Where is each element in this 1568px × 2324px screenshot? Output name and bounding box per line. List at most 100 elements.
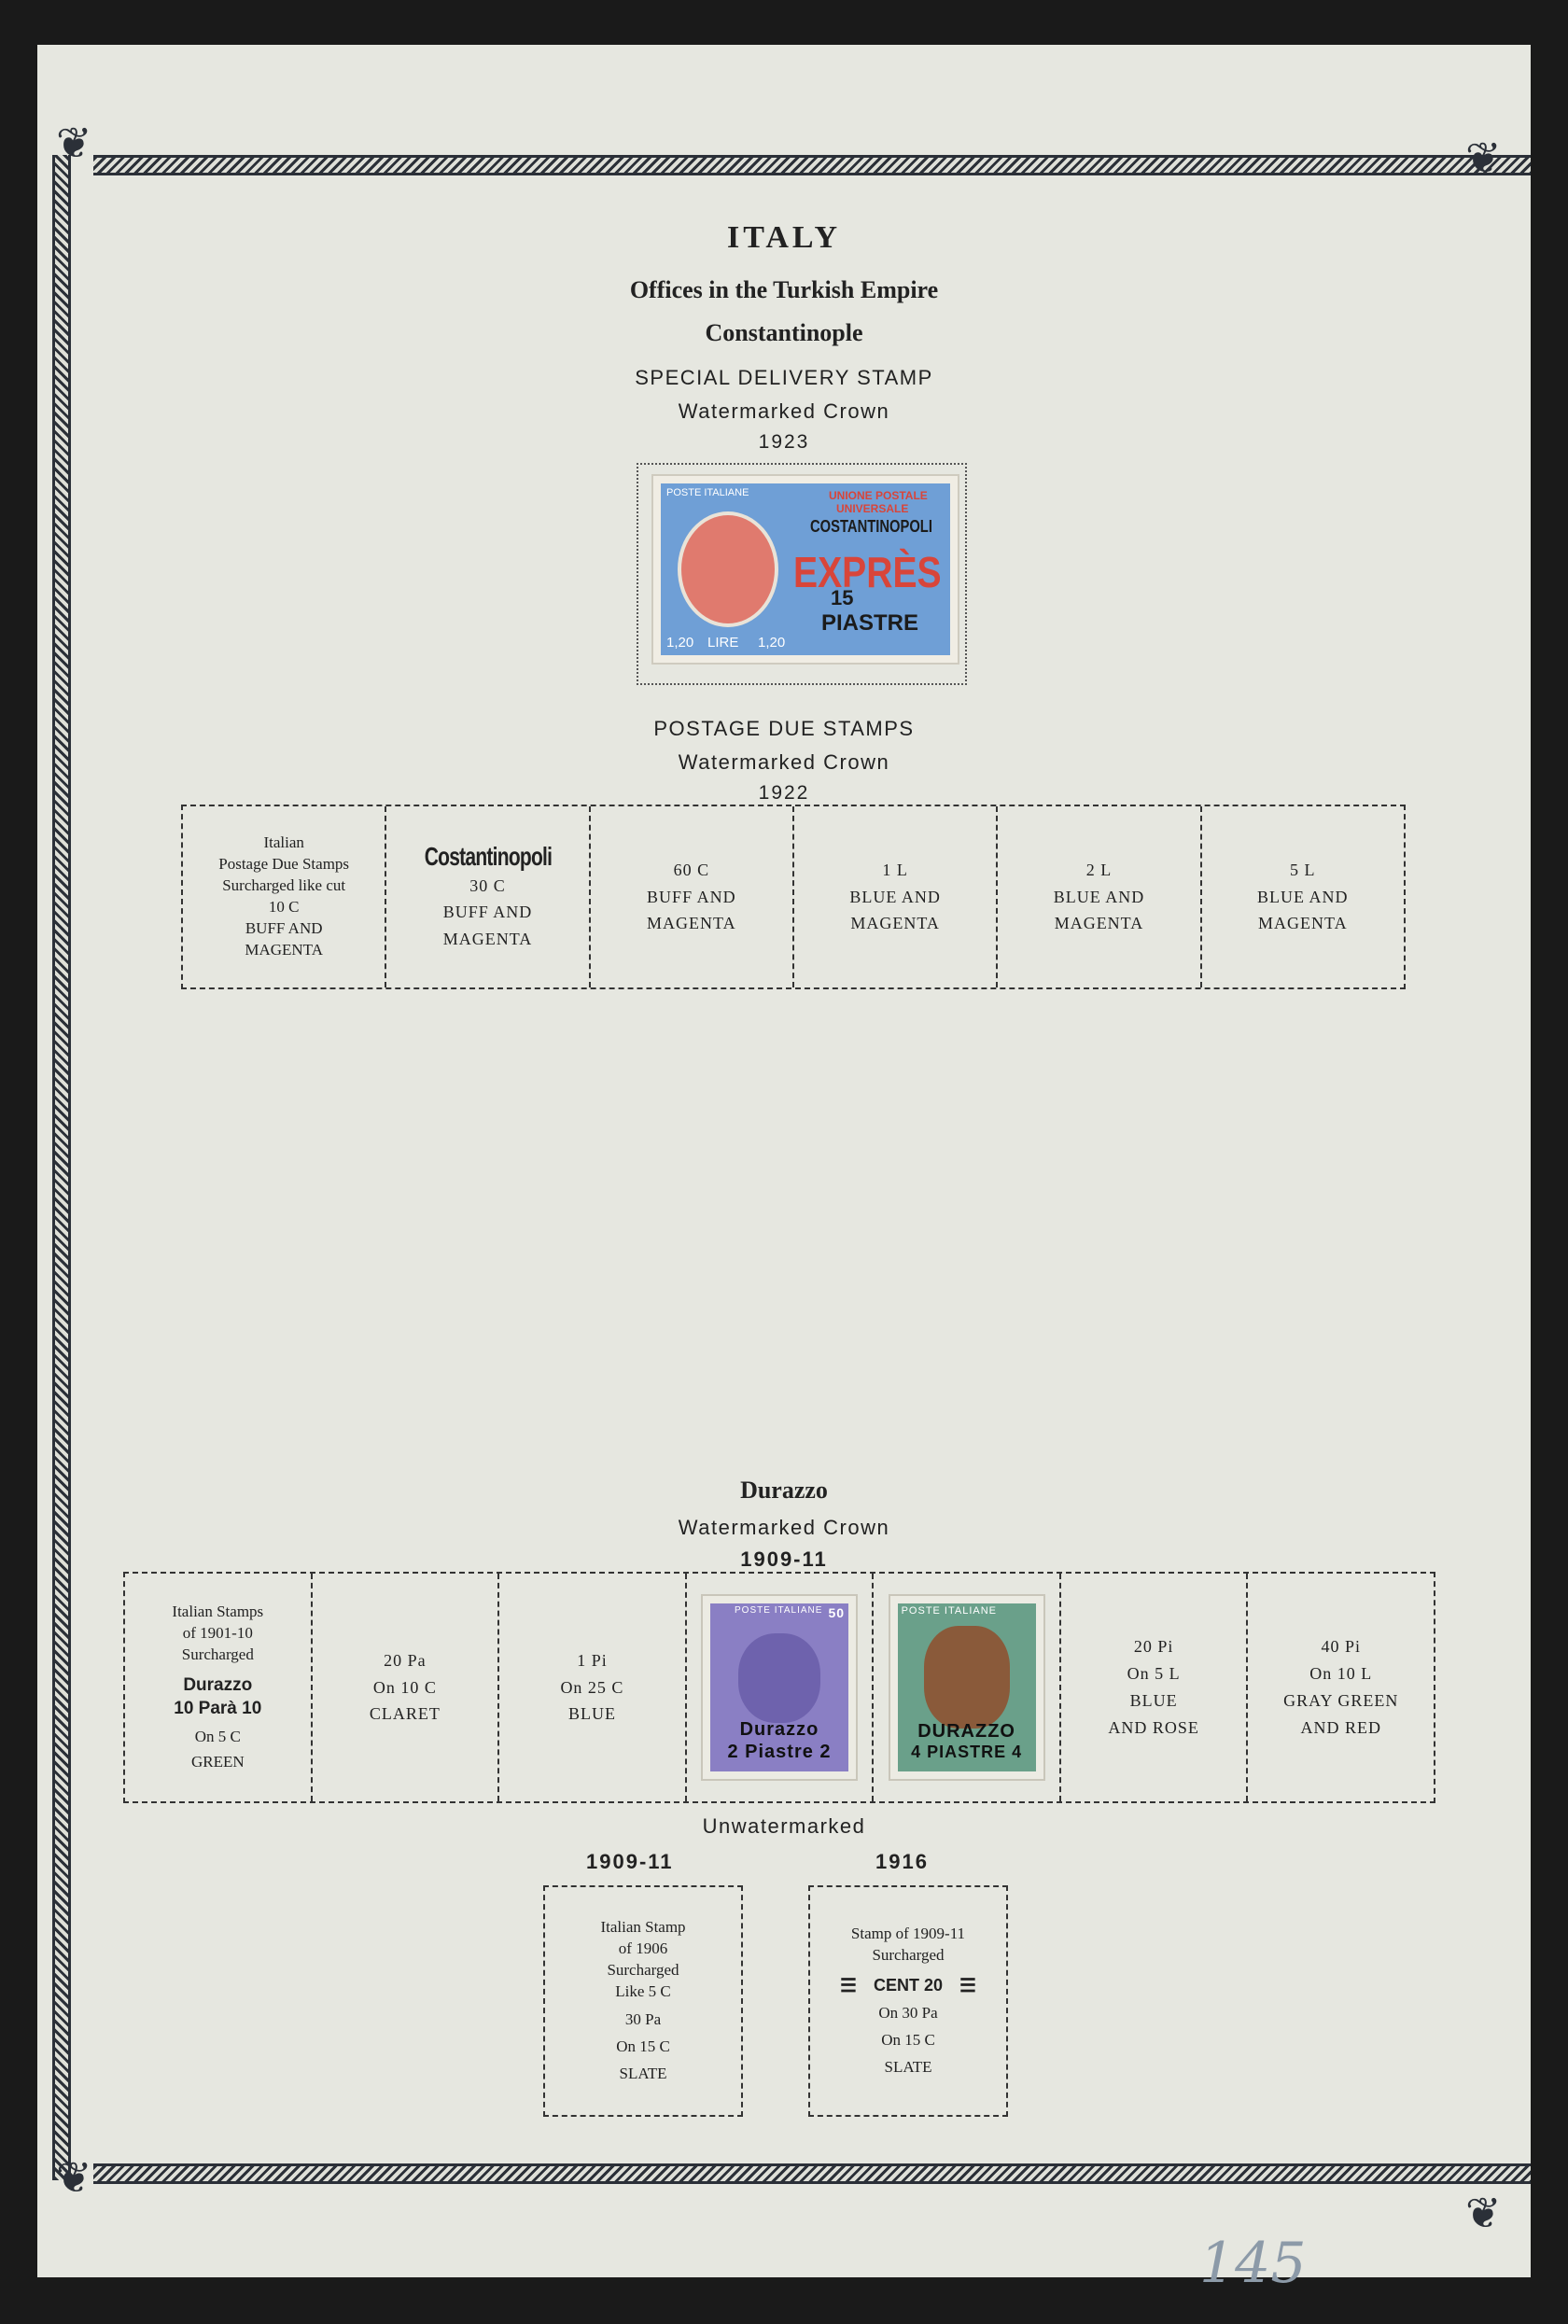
cell-color: AND RED bbox=[1300, 1717, 1381, 1737]
king-portrait bbox=[923, 1626, 1010, 1729]
cell-text: of 1906 bbox=[618, 1939, 668, 1957]
year-label: 1909-11 bbox=[586, 1850, 674, 1873]
stamp-space[interactable]: 20 Pa On 10 C CLARET bbox=[310, 1574, 498, 1801]
border-bottom bbox=[93, 2163, 1531, 2184]
stamp-left-value: 1,20 bbox=[666, 635, 694, 651]
stamp-space[interactable]: Italian Stamps of 1901-10 Surcharged Dur… bbox=[125, 1574, 311, 1801]
postage-due-grid: Italian Postage Due Stamps Surcharged li… bbox=[181, 805, 1406, 989]
cell-color: MAGENTA bbox=[647, 914, 736, 933]
section-heading-durazzo: Durazzo bbox=[740, 1477, 828, 1504]
durazzo-stamp-4pi[interactable]: POSTE ITALIANE DURAZZO 4 PIASTRE 4 bbox=[889, 1596, 1043, 1779]
stamp-value: 50 bbox=[828, 1605, 846, 1620]
section-heading-unwatermarked: Unwatermarked bbox=[702, 1814, 866, 1838]
cell-color: BLUE AND bbox=[1257, 887, 1349, 906]
cell-value: 20 Pa bbox=[384, 1650, 427, 1670]
page-title: ITALY bbox=[726, 220, 842, 255]
cell-color: MAGENTA bbox=[850, 914, 940, 933]
cell-value: On 10 C bbox=[372, 1677, 437, 1697]
stamp-right-value: 1,20 bbox=[758, 635, 786, 651]
cell-value: On 10 L bbox=[1309, 1664, 1373, 1684]
cell-text: Surcharged bbox=[181, 1645, 254, 1663]
year-label: 1922 bbox=[758, 782, 810, 804]
cell-color: BLUE AND bbox=[1053, 887, 1145, 906]
watermark-label: Watermarked Crown bbox=[678, 1516, 890, 1539]
cell-color: MAGENTA bbox=[1054, 914, 1144, 933]
durazzo-stamp-2pi[interactable]: POSTE ITALIANE 50 Durazzo 2 Piastre 2 bbox=[703, 1596, 857, 1779]
cell-color: BUFF AND bbox=[442, 903, 533, 922]
page-number: 145 bbox=[1199, 2231, 1307, 2296]
cell-value: On 25 C bbox=[560, 1677, 624, 1697]
cell-text: Stamp of 1909-11 bbox=[850, 1925, 966, 1943]
stamp-top-left: POSTE ITALIANE bbox=[666, 487, 749, 498]
section-heading-postage-due: POSTAGE DUE STAMPS bbox=[653, 717, 915, 740]
year-label: 1916 bbox=[875, 1850, 929, 1873]
corner-ornament-icon: ❦ bbox=[1465, 2188, 1502, 2238]
overprint-sample: 2 Piastre 2 bbox=[727, 1742, 832, 1762]
cell-color: BUFF AND bbox=[647, 887, 736, 906]
bars-icon: ☰ bbox=[959, 1976, 976, 1997]
cell-text: Postage Due Stamps bbox=[218, 855, 350, 874]
cell-value: 20 Pi bbox=[1133, 1637, 1174, 1657]
cell-color: SLATE bbox=[619, 2065, 667, 2083]
stamp-space[interactable]: POSTE ITALIANE 50 Durazzo 2 Piastre 2 bbox=[684, 1574, 873, 1801]
special-delivery-stamp[interactable]: POSTE ITALIANE UNIONE POSTALE UNIVERSALE… bbox=[653, 476, 958, 663]
cell-color: GREEN bbox=[190, 1753, 245, 1771]
king-portrait bbox=[738, 1633, 821, 1723]
overprint-sample: DURAZZO bbox=[917, 1721, 1015, 1742]
overprint-sample: 10 Parà 10 bbox=[174, 1699, 262, 1719]
stamp-space[interactable]: 40 Pi On 10 L GRAY GREEN AND RED bbox=[1246, 1574, 1434, 1801]
cell-value: On 15 C bbox=[616, 2037, 670, 2056]
stamp-space[interactable]: POSTE ITALIANE DURAZZO 4 PIASTRE 4 bbox=[872, 1574, 1059, 1801]
stamp-space bbox=[637, 463, 967, 685]
cell-value: 60 C bbox=[673, 860, 710, 879]
stamp-space[interactable]: 60 C BUFF AND MAGENTA bbox=[588, 806, 792, 987]
stamp-space[interactable]: 5 L BLUE AND MAGENTA bbox=[1199, 806, 1404, 987]
cell-value: 30 Pa bbox=[624, 2010, 662, 2029]
stamp-space[interactable]: 20 Pi On 5 L BLUE AND ROSE bbox=[1058, 1574, 1247, 1801]
cell-color: GRAY GREEN bbox=[1283, 1691, 1399, 1710]
cell-color: CLARET bbox=[369, 1704, 441, 1724]
stamp-space[interactable]: 1 Pi On 25 C BLUE bbox=[497, 1574, 685, 1801]
watermark-label: Watermarked Crown bbox=[678, 399, 890, 423]
stamp-currency: PIASTRE bbox=[821, 610, 919, 636]
cell-value: On 30 Pa bbox=[878, 2004, 938, 2023]
cell-value: 2 L bbox=[1085, 860, 1113, 879]
overprint-sample: 4 PIASTRE 4 bbox=[911, 1743, 1023, 1761]
stamp-space[interactable]: 1 L BLUE AND MAGENTA bbox=[791, 806, 996, 987]
stamp-space[interactable]: Stamp of 1909-11 Surcharged ☰ CENT 20 ☰ … bbox=[808, 1885, 1008, 2117]
cell-color: BLUE bbox=[1129, 1691, 1178, 1710]
cell-text: of 1901-10 bbox=[182, 1623, 253, 1642]
king-portrait bbox=[678, 511, 778, 627]
stamp-space[interactable]: Costantinopoli 30 C BUFF AND MAGENTA bbox=[385, 806, 588, 987]
cell-color: SLATE bbox=[884, 2057, 932, 2076]
overprint-sample: Costantinopoli bbox=[424, 842, 552, 871]
year-label: 1923 bbox=[758, 431, 810, 453]
border-left bbox=[52, 155, 71, 2180]
stamp-space[interactable]: 2 L BLUE AND MAGENTA bbox=[996, 806, 1199, 987]
overprint-sample: Durazzo bbox=[183, 1674, 253, 1695]
cell-color: MAGENTA bbox=[1258, 914, 1348, 933]
cell-value: 10 C bbox=[268, 898, 300, 916]
cell-color: BUFF AND bbox=[245, 918, 323, 937]
cell-value: On 15 C bbox=[881, 2030, 935, 2049]
cell-color: AND ROSE bbox=[1108, 1717, 1199, 1737]
section-heading-special-delivery: SPECIAL DELIVERY STAMP bbox=[635, 366, 933, 389]
stamp-space[interactable]: Italian Stamp of 1906 Surcharged Like 5 … bbox=[543, 1885, 743, 2117]
corner-ornament-icon: ❦ bbox=[1465, 133, 1502, 183]
stamp-value: 15 bbox=[831, 586, 854, 609]
cell-value: On 5 C bbox=[194, 1728, 241, 1746]
cell-value: 30 C bbox=[469, 875, 506, 895]
stamp-space[interactable]: Italian Postage Due Stamps Surcharged li… bbox=[183, 806, 385, 987]
subtitle-offices: Offices in the Turkish Empire bbox=[629, 276, 939, 303]
bars-icon: ☰ bbox=[840, 1976, 857, 1997]
cell-text: Surcharged like cut bbox=[222, 876, 346, 895]
subtitle-city: Constantinople bbox=[705, 319, 863, 346]
stamp-top-right2: UNIVERSALE bbox=[836, 502, 909, 515]
cell-text: Italian bbox=[263, 833, 304, 852]
overprint-sample: Durazzo bbox=[739, 1719, 819, 1740]
cell-color: MAGENTA bbox=[442, 930, 533, 949]
cell-color: BLUE AND bbox=[849, 887, 941, 906]
cell-color: BLUE bbox=[567, 1704, 616, 1724]
corner-ornament-icon: ❦ bbox=[56, 118, 92, 168]
cell-color: MAGENTA bbox=[245, 940, 323, 959]
